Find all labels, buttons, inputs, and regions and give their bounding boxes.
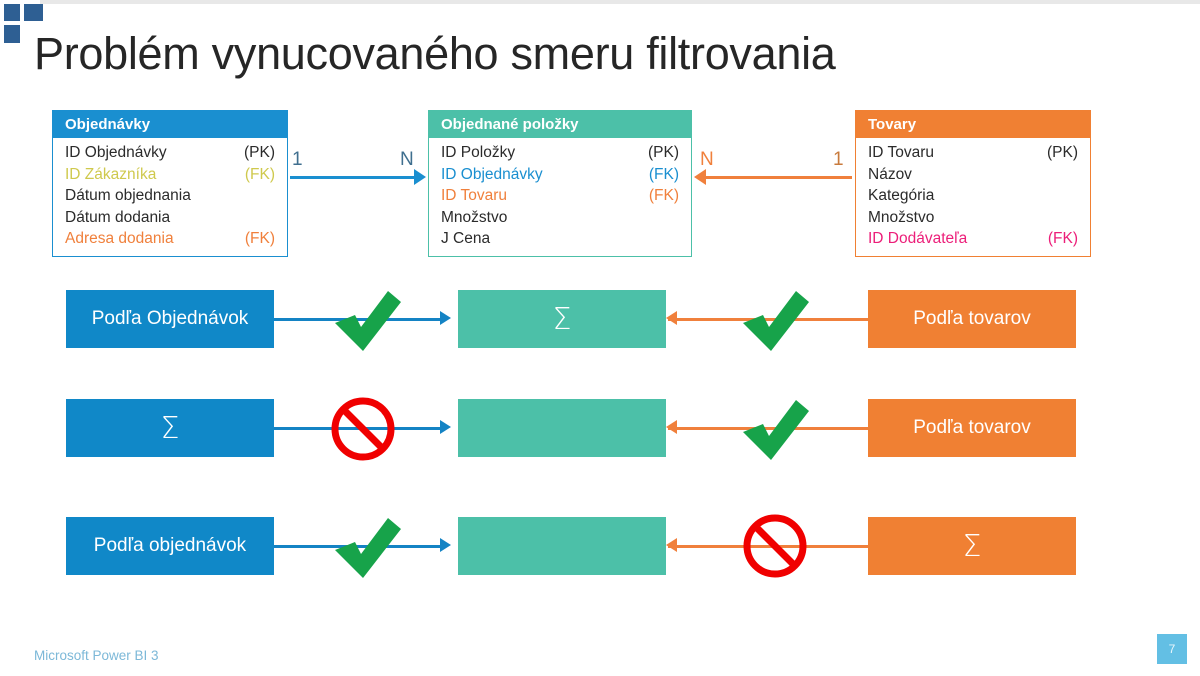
flow-box-middle-row3[interactable] [458, 517, 666, 575]
er-table-objednane-polozky: Objednané položky ID Položky (PK) ID Obj… [428, 110, 692, 257]
er-table-fields: ID Položky (PK) ID Objednávky (FK) ID To… [429, 138, 691, 256]
er-field-name: Dátum dodania [65, 208, 171, 226]
powerpoint-squares-logo [4, 4, 46, 44]
cardinality-label-many: N [400, 149, 414, 170]
arrow-left-icon [694, 169, 706, 185]
er-field-row: ID Zákazníka (FK) [65, 164, 275, 186]
arrow-right-icon [440, 420, 451, 434]
checkmark-icon [743, 291, 809, 351]
flow-connector-left-row3 [274, 545, 444, 548]
flow-box-label: Σ [552, 301, 572, 337]
er-field-key: (FK) [244, 165, 275, 183]
er-field-row: ID Položky (PK) [441, 142, 679, 164]
er-field-name: Adresa dodania [65, 230, 174, 247]
er-field-row: ID Objednávky (PK) [65, 142, 275, 164]
er-field-key: (FK) [648, 187, 679, 204]
er-field-key: (PK) [648, 144, 679, 161]
flow-connector-right-row2 [668, 427, 870, 430]
flow-box-right-row3[interactable]: Σ [868, 517, 1076, 575]
footer-label: Microsoft Power BI 3 [34, 648, 159, 663]
er-field-name: ID Objednávky [441, 165, 543, 183]
er-field-name: ID Zákazníka [65, 165, 157, 183]
arrow-right-icon [440, 311, 451, 325]
logo-square-1 [4, 4, 20, 21]
flow-box-middle-row2[interactable] [458, 399, 666, 457]
er-field-row: ID Dodávateľa (FK) [868, 228, 1078, 250]
er-field-name: Množstvo [868, 208, 935, 226]
er-field-name: Kategória [868, 187, 935, 204]
er-field-row: Množstvo [868, 207, 1078, 229]
er-table-header: Objednávky [53, 111, 287, 138]
flow-box-label: Podľa objednávok [93, 535, 247, 556]
relationship-line-goods-items [706, 176, 852, 179]
er-field-name: Názov [868, 165, 912, 183]
er-field-row: Kategória [868, 185, 1078, 207]
cardinality-label-one: 1 [292, 149, 303, 170]
flow-connector-left-row1 [274, 318, 444, 321]
arrow-left-icon [666, 420, 677, 434]
flow-box-middle-row1[interactable]: Σ [458, 290, 666, 348]
er-field-name: Dátum objednania [65, 187, 191, 204]
er-field-name: ID Tovaru [441, 187, 508, 204]
er-field-name: ID Dodávateľa [868, 230, 968, 247]
er-field-row: Dátum objednania [65, 185, 275, 207]
checkmark-icon [335, 518, 401, 578]
flow-box-label: Σ [160, 410, 180, 446]
er-field-row: Adresa dodania (FK) [65, 228, 275, 250]
flow-box-left-row1[interactable]: Podľa Objednávok [66, 290, 274, 348]
forbidden-icon [743, 514, 807, 578]
arrow-right-icon [414, 169, 426, 185]
er-table-header: Objednané položky [429, 111, 691, 138]
logo-square-2 [24, 4, 43, 21]
cardinality-label-one: 1 [833, 149, 844, 170]
er-field-row: Názov [868, 164, 1078, 186]
er-field-key: (FK) [244, 230, 275, 247]
er-field-row: ID Tovaru (PK) [868, 142, 1078, 164]
cardinality-label-many: N [700, 149, 714, 170]
checkmark-icon [743, 400, 809, 460]
flow-box-label: Podľa tovarov [913, 308, 1031, 329]
er-field-key: (FK) [1047, 230, 1078, 247]
er-field-name: J Cena [441, 230, 491, 247]
er-field-key: (PK) [244, 144, 275, 161]
arrow-right-icon [440, 538, 451, 552]
relationship-line-orders-items [290, 176, 418, 179]
flow-box-right-row1[interactable]: Podľa tovarov [868, 290, 1076, 348]
er-field-row: Množstvo [441, 207, 679, 229]
er-field-key: (PK) [1047, 144, 1078, 161]
flow-box-label: Podľa tovarov [913, 417, 1031, 438]
er-table-tovary: Tovary ID Tovaru (PK) Názov Kategória Mn… [855, 110, 1091, 257]
logo-square-3 [4, 25, 20, 43]
er-field-row: J Cena [441, 228, 679, 250]
flow-box-left-row3[interactable]: Podľa objednávok [66, 517, 274, 575]
er-table-fields: ID Tovaru (PK) Názov Kategória Množstvo … [856, 138, 1090, 256]
page-title: Problém vynucovaného smeru filtrovania [34, 28, 836, 79]
er-table-fields: ID Objednávky (PK) ID Zákazníka (FK) Dát… [53, 138, 287, 256]
er-field-name: ID Tovaru [868, 144, 935, 161]
er-field-row: ID Tovaru (FK) [441, 185, 679, 207]
flow-box-left-row2[interactable]: Σ [66, 399, 274, 457]
top-accent-strip [40, 0, 1200, 4]
flow-box-label: Σ [962, 528, 982, 564]
er-field-key: (FK) [648, 165, 679, 183]
er-field-name: Množstvo [441, 208, 508, 226]
er-field-name: ID Položky [441, 144, 516, 161]
er-table-header: Tovary [856, 111, 1090, 138]
arrow-left-icon [666, 538, 677, 552]
slide-number-badge: 7 [1157, 634, 1187, 664]
er-field-row: Dátum dodania [65, 207, 275, 229]
flow-box-right-row2[interactable]: Podľa tovarov [868, 399, 1076, 457]
er-field-name: ID Objednávky [65, 144, 167, 161]
checkmark-icon [335, 291, 401, 351]
flow-connector-right-row3 [668, 545, 870, 548]
er-field-row: ID Objednávky (FK) [441, 164, 679, 186]
arrow-left-icon [666, 311, 677, 325]
forbidden-icon [331, 397, 395, 461]
flow-connector-right-row1 [668, 318, 870, 321]
flow-box-label: Podľa Objednávok [91, 308, 249, 329]
er-table-objednavky: Objednávky ID Objednávky (PK) ID Zákazní… [52, 110, 288, 257]
